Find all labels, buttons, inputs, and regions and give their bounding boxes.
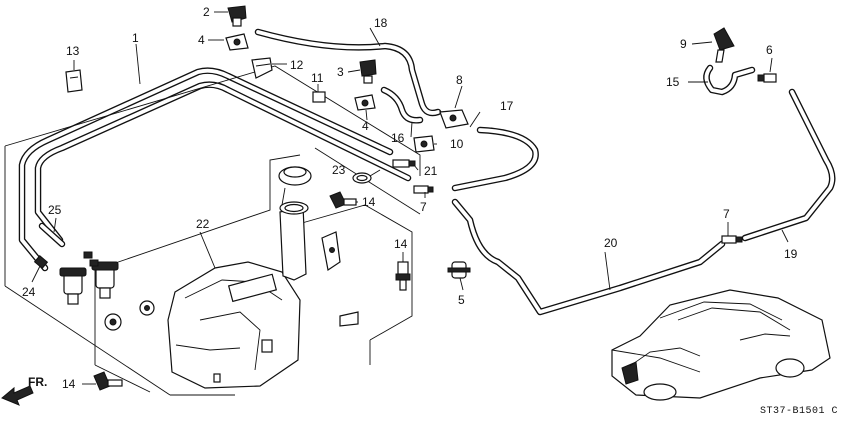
leader-lines bbox=[31, 11, 789, 385]
grommet-5 bbox=[447, 261, 471, 279]
hose-24-end bbox=[33, 255, 49, 269]
callout-20: 20 bbox=[604, 236, 618, 250]
callout-16: 16 bbox=[391, 131, 405, 145]
bolt-14-right bbox=[395, 261, 411, 291]
callout-22: 22 bbox=[196, 217, 210, 231]
reservoir-bracket bbox=[321, 231, 359, 327]
hose-clamp-23 bbox=[352, 172, 372, 184]
vehicle-location-inset bbox=[611, 289, 831, 401]
callout-4a: 4 bbox=[198, 33, 205, 47]
bolt-14-middle bbox=[329, 191, 357, 209]
callout-13: 13 bbox=[66, 44, 80, 58]
callout-12: 12 bbox=[290, 58, 304, 72]
clip-11 bbox=[312, 91, 326, 103]
clip-4-upper bbox=[225, 33, 249, 51]
callout-15: 15 bbox=[666, 75, 680, 89]
bolt-14-lower bbox=[93, 371, 123, 391]
reservoir-group-frame bbox=[4, 65, 421, 396]
washer-nozzle-2 bbox=[227, 5, 247, 27]
pump-grommet-b bbox=[139, 300, 155, 316]
joint-21 bbox=[392, 159, 416, 168]
front-direction-indicator: FR. bbox=[1, 375, 47, 406]
hose-19 bbox=[741, 88, 836, 242]
rear-washer-nozzle-9 bbox=[713, 27, 735, 63]
callout-25: 25 bbox=[48, 203, 62, 217]
washer-nozzle-3 bbox=[359, 59, 377, 84]
front-direction-label: FR. bbox=[28, 375, 47, 389]
washer-hoses bbox=[18, 28, 836, 316]
callout-23: 23 bbox=[332, 163, 346, 177]
callout-7b: 7 bbox=[723, 207, 730, 221]
hardware bbox=[33, 5, 777, 391]
callout-1: 1 bbox=[132, 31, 139, 45]
clip-4-lower bbox=[354, 94, 376, 111]
washer-pump-rear bbox=[91, 261, 119, 299]
diagram-code: ST37-B1501 C bbox=[760, 406, 838, 417]
washer-pumps bbox=[59, 251, 155, 331]
callout-14c: 14 bbox=[62, 377, 76, 391]
callout-8: 8 bbox=[456, 73, 463, 87]
clip-small-b bbox=[89, 259, 99, 267]
joint-7-rear bbox=[721, 235, 743, 244]
callout-7a: 7 bbox=[420, 200, 427, 214]
hose-1-inner bbox=[34, 81, 412, 244]
callout-3: 3 bbox=[337, 65, 344, 79]
callouts: 1 2 3 4 4 5 6 7 7 8 9 10 11 12 13 14 14 … bbox=[22, 5, 798, 391]
washer-pump-front bbox=[59, 267, 87, 305]
clip-13 bbox=[65, 69, 83, 93]
front-arrow-icon bbox=[1, 385, 34, 406]
callout-14a: 14 bbox=[362, 195, 376, 209]
callout-24: 24 bbox=[22, 285, 36, 299]
callout-6: 6 bbox=[766, 43, 773, 57]
callout-19: 19 bbox=[784, 247, 798, 261]
callout-4b: 4 bbox=[362, 119, 369, 133]
joint-7-upper bbox=[413, 185, 434, 194]
clip-12 bbox=[251, 57, 273, 79]
callout-18: 18 bbox=[374, 16, 388, 30]
clip-small-a bbox=[83, 251, 93, 259]
joint-6 bbox=[757, 73, 777, 83]
callout-10: 10 bbox=[450, 137, 464, 151]
pump-grommet-a bbox=[104, 313, 122, 331]
callout-21: 21 bbox=[424, 164, 438, 178]
clip-10 bbox=[413, 135, 435, 153]
callout-14b: 14 bbox=[394, 237, 408, 251]
callout-9: 9 bbox=[680, 37, 687, 51]
washer-reservoir-tank bbox=[167, 166, 312, 389]
callout-17: 17 bbox=[500, 99, 514, 113]
callout-11: 11 bbox=[311, 71, 324, 85]
callout-5: 5 bbox=[458, 293, 465, 307]
callout-2: 2 bbox=[203, 5, 210, 19]
check-valve-8 bbox=[439, 109, 469, 129]
